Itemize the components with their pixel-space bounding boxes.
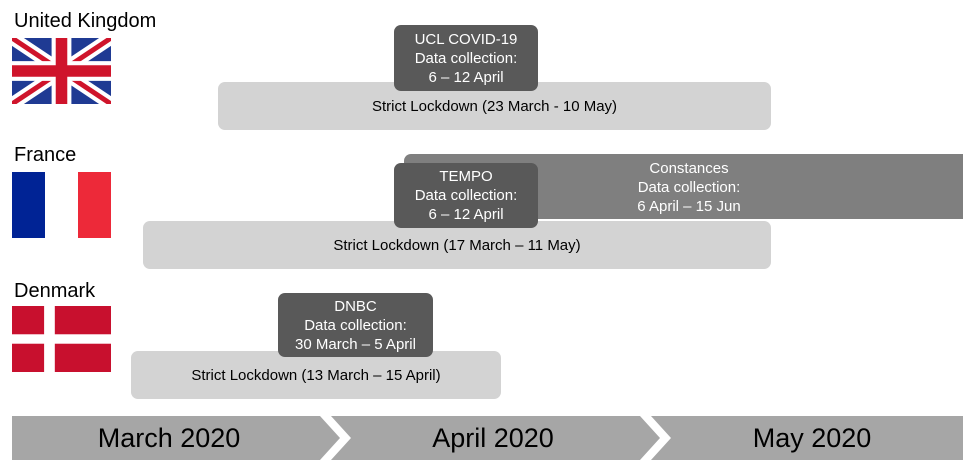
month-label-march: March 2020 (97, 423, 241, 453)
denmark-lockdown-label: Strict Lockdown (13 March – 15 April) (191, 366, 441, 384)
constances-text: Constances Data collection: 6 April – 15… (634, 159, 744, 216)
uk-data-collection-box: UCL COVID-19 Data collection: 6 – 12 Apr… (394, 25, 538, 91)
france-lockdown-label: Strict Lockdown (17 March – 11 May) (333, 236, 581, 254)
uk-study-name: UCL COVID-19 (414, 30, 518, 48)
month-label-may: May 2020 (752, 423, 872, 453)
constances-study-name: Constances (649, 160, 729, 177)
constances-collection-label: Data collection: (637, 179, 741, 196)
country-label-uk: United Kingdom (14, 10, 157, 32)
denmark-flag-icon (12, 306, 111, 372)
country-label-denmark: Denmark (14, 280, 96, 302)
france-lockdown-bar: Strict Lockdown (17 March – 11 May) (143, 221, 771, 269)
month-label-april: April 2020 (432, 423, 554, 453)
month-may-chevron (651, 416, 963, 460)
month-timeline (12, 416, 963, 460)
month-march-chevron (12, 416, 340, 460)
france-flag-icon (12, 172, 111, 238)
denmark-study-dates: 30 March – 5 April (295, 335, 416, 353)
denmark-study-name: DNBC (334, 297, 377, 315)
country-label-france: France (14, 144, 77, 166)
denmark-data-collection-box: DNBC Data collection: 30 March – 5 April (278, 293, 433, 357)
uk-study-collection-label: Data collection: (414, 49, 518, 67)
uk-lockdown-label: Strict Lockdown (23 March - 10 May) (371, 97, 618, 115)
france-study-dates: 6 – 12 April (428, 206, 504, 223)
france-study-collection-label: Data collection: (414, 187, 518, 204)
france-data-collection-box: TEMPO Data collection: 6 – 12 April (394, 163, 538, 228)
constances-study-dates: 6 April – 15 Jun (637, 198, 741, 215)
month-april-chevron (331, 416, 660, 460)
france-study-name: TEMPO (439, 168, 493, 185)
denmark-lockdown-bar: Strict Lockdown (13 March – 15 April) (131, 351, 501, 399)
uk-study-dates: 6 – 12 April (428, 68, 504, 86)
denmark-study-collection-label: Data collection: (304, 316, 407, 334)
uk-flag-icon (12, 38, 111, 104)
